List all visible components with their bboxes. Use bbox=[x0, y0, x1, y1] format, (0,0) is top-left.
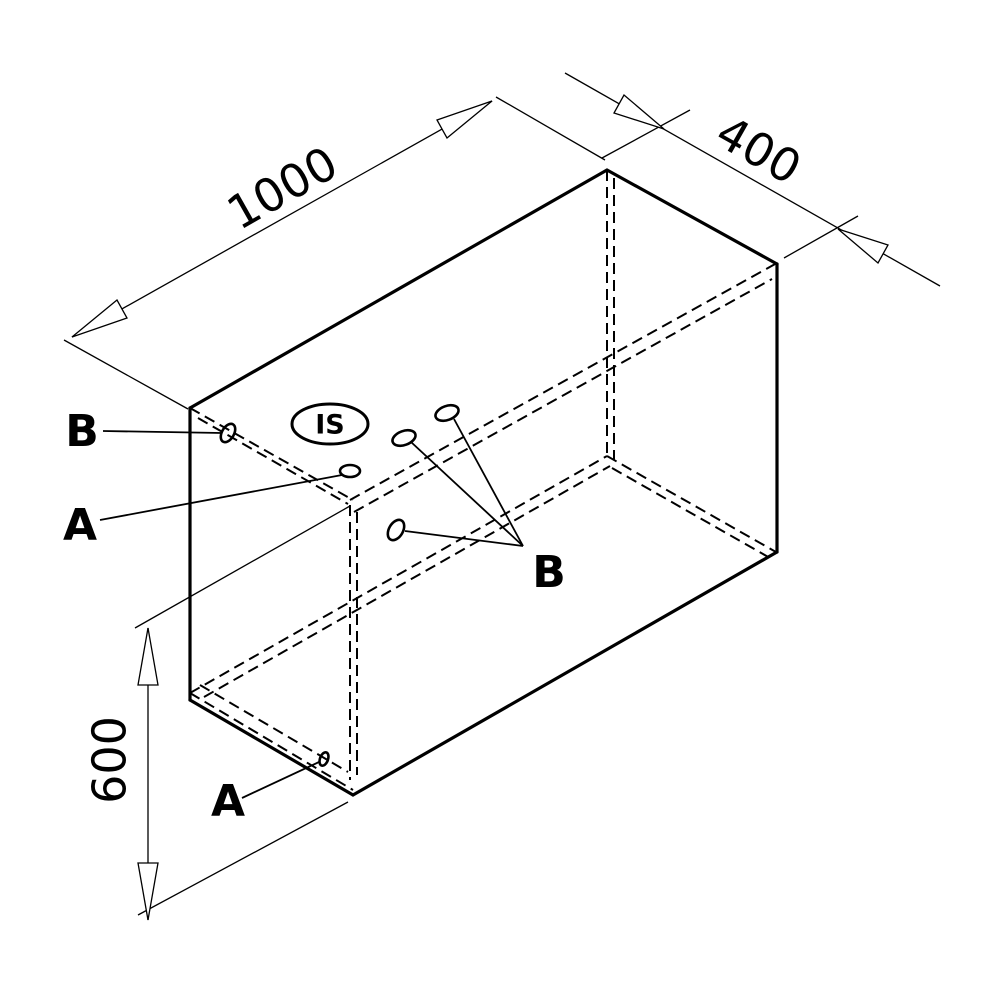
dimension-arrow bbox=[837, 228, 889, 265]
port-a-bottom bbox=[318, 750, 330, 768]
callout-labels: B A B A bbox=[63, 406, 566, 827]
dimension-depth-label: 400 bbox=[707, 105, 810, 195]
port-b-front bbox=[386, 518, 406, 542]
dimension-arrow bbox=[436, 100, 493, 139]
dimension-height: 600 bbox=[83, 505, 351, 921]
dimension-arrow bbox=[137, 862, 159, 921]
dimension-length: 1000 bbox=[63, 96, 606, 410]
ports bbox=[219, 403, 460, 768]
port-b-1 bbox=[391, 428, 417, 448]
dimension-arrow bbox=[71, 299, 128, 338]
dimension-length-label: 1000 bbox=[218, 136, 346, 241]
is-logo: IS bbox=[290, 402, 370, 446]
label-a-bottom: A bbox=[211, 776, 245, 827]
label-b-group: B bbox=[532, 547, 566, 598]
dimension-arrow bbox=[137, 627, 159, 686]
dimension-height-label: 600 bbox=[83, 716, 137, 804]
label-a-top: A bbox=[63, 500, 97, 551]
leader-lines bbox=[99, 418, 524, 799]
svg-text:IS: IS bbox=[315, 410, 345, 441]
hidden-edges bbox=[189, 170, 778, 791]
dimension-arrow bbox=[613, 93, 665, 130]
port-b-2 bbox=[434, 403, 460, 423]
label-b-top-left: B bbox=[65, 406, 99, 457]
tank-outline bbox=[188, 168, 779, 797]
port-a-top bbox=[338, 463, 362, 479]
port-b-top-left bbox=[219, 422, 237, 444]
